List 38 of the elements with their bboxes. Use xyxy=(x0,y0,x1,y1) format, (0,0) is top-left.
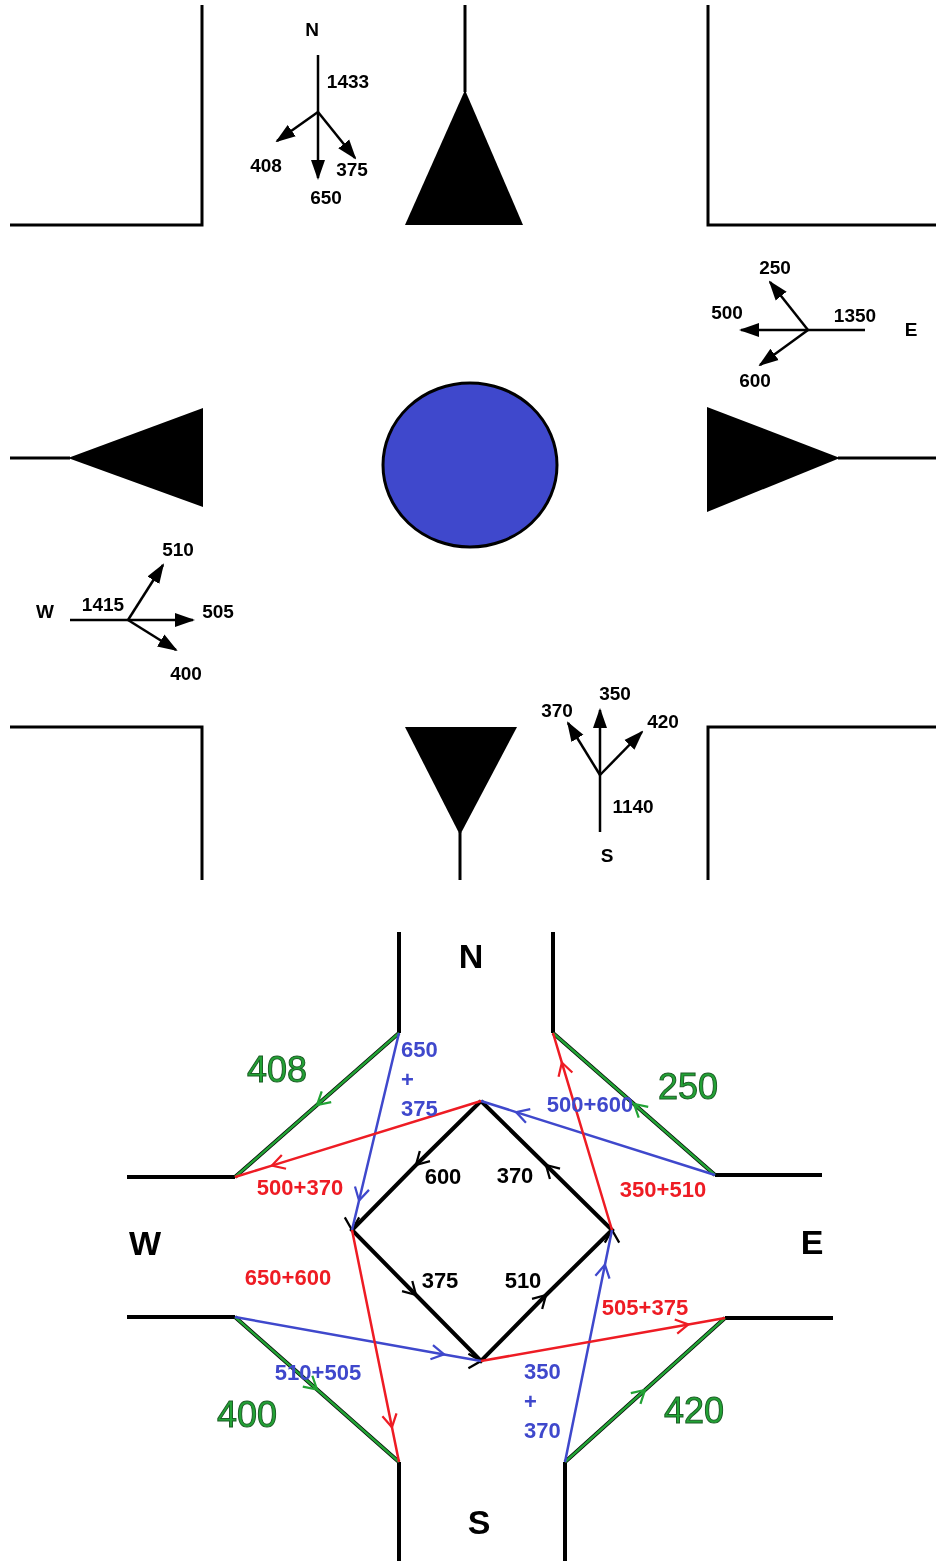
volume-label: 600 xyxy=(424,1164,462,1190)
volume-label: 500 xyxy=(711,302,743,324)
volume-label: 1433 xyxy=(326,71,370,93)
volume-label: 1350 xyxy=(833,305,877,327)
flow-label: 350+510 xyxy=(619,1177,707,1203)
volume-label: 420 xyxy=(647,711,679,733)
volume-label: 650 xyxy=(310,187,342,209)
volume-label: 408 xyxy=(250,155,282,177)
compass-label: E xyxy=(800,1223,824,1263)
volume-label: 510 xyxy=(162,539,194,561)
compass-label: S xyxy=(467,1503,491,1543)
compass-label: E xyxy=(904,319,918,341)
compass-label: N xyxy=(458,937,484,977)
compass-label: S xyxy=(600,845,614,867)
flow-label: 650+600 xyxy=(244,1265,332,1291)
volume-label: 510 xyxy=(504,1268,542,1294)
volume-label: 600 xyxy=(739,370,771,392)
volume-label: 505 xyxy=(202,601,234,623)
compass-label: W xyxy=(36,601,54,623)
volume-label: 350 xyxy=(599,683,631,705)
volume-label: 1415 xyxy=(81,594,125,616)
flow-label: 350 + 370 xyxy=(524,1358,562,1446)
volume-label: 420 xyxy=(663,1390,725,1432)
volume-label: 250 xyxy=(759,257,791,279)
volume-label: 400 xyxy=(216,1394,278,1436)
compass-label: W xyxy=(128,1224,162,1264)
volume-label: 370 xyxy=(496,1163,534,1189)
volume-label: 400 xyxy=(170,663,202,685)
flow-label: 500+370 xyxy=(256,1175,344,1201)
flow-label: 650 + 375 xyxy=(401,1036,439,1124)
volume-label: 375 xyxy=(421,1268,459,1294)
volume-label: 408 xyxy=(246,1049,308,1091)
volume-label: 375 xyxy=(336,159,368,181)
volume-label: 1140 xyxy=(612,796,654,818)
volume-label: 370 xyxy=(541,700,573,722)
flow-label: 505+375 xyxy=(601,1295,689,1321)
volume-label: 250 xyxy=(657,1066,719,1108)
compass-label: N xyxy=(305,19,319,41)
